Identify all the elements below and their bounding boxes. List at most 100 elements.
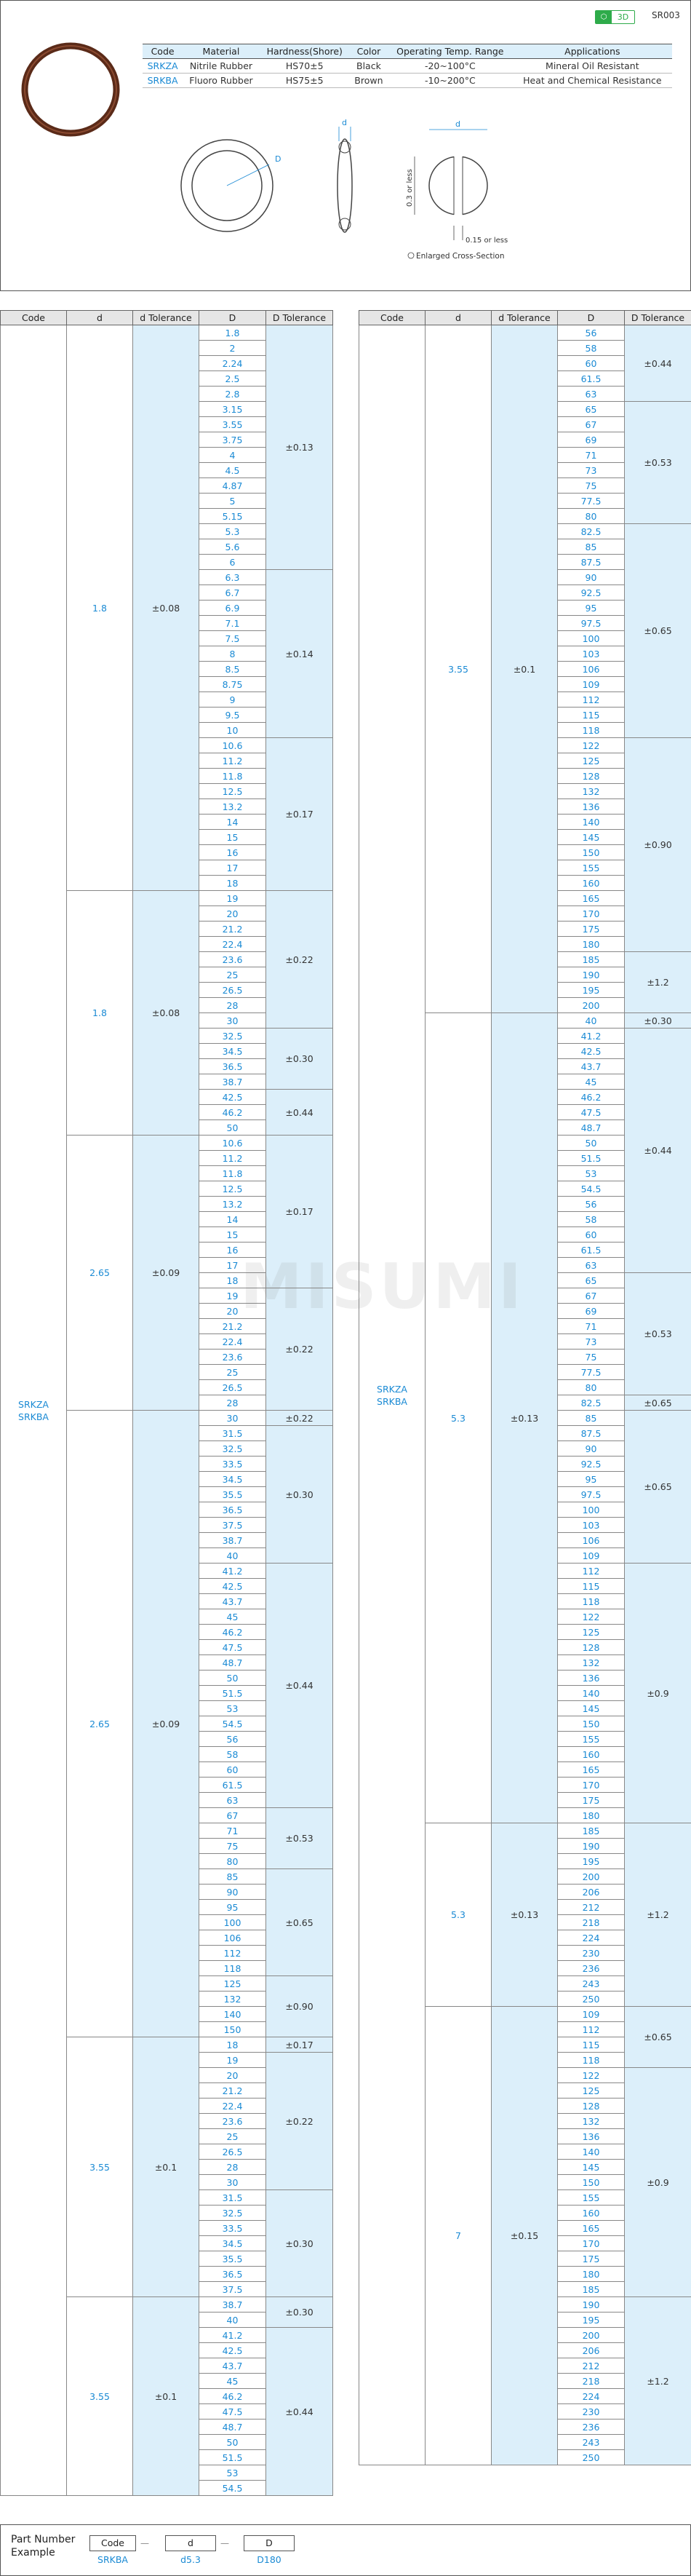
table-row: 136: [359, 2128, 691, 2144]
D-cell: 85: [557, 1410, 625, 1426]
table-row: 33.5: [1, 2220, 333, 2236]
D-cell: 46.2: [557, 1089, 625, 1105]
table-row: 26.5: [1, 2144, 333, 2160]
table-row: 132: [359, 1654, 691, 1671]
d-cell: 3.55: [66, 2296, 133, 2496]
table-row: 109: [359, 676, 691, 692]
spec-cell: Nitrile Rubber: [183, 58, 260, 74]
D-cell: 170: [557, 1777, 625, 1793]
D-cell: 47.5: [199, 2403, 266, 2420]
table-row: 54.5: [359, 1181, 691, 1197]
D-cell: 48.7: [199, 2419, 266, 2435]
D-cell: 71: [557, 447, 625, 463]
D-cell: 13.2: [199, 798, 266, 815]
D-tolerance-cell: ±0.22: [265, 2052, 333, 2190]
D-cell: 87.5: [557, 1425, 625, 1441]
table-row: 30: [1, 2174, 333, 2190]
D-cell: 11.2: [199, 1150, 266, 1166]
D-cell: 46.2: [199, 1104, 266, 1120]
D-cell: 61.5: [557, 370, 625, 387]
D-cell: 31.5: [199, 1425, 266, 1441]
table-row: 53: [1, 1700, 333, 1716]
table-row: 53: [359, 1165, 691, 1181]
D-cell: 61.5: [199, 1777, 266, 1793]
table-row: 41.2±0.44: [359, 1028, 691, 1273]
D-cell: 16: [199, 844, 266, 860]
D-tolerance-cell: ±0.44: [265, 1563, 333, 1808]
table-row: 60: [359, 355, 691, 371]
d-tolerance-cell: ±0.1: [132, 2037, 199, 2297]
D-cell: 160: [557, 875, 625, 891]
D-cell: 6.7: [199, 584, 266, 601]
D-cell: 90: [199, 1884, 266, 1900]
D-cell: 21.2: [199, 1318, 266, 1334]
D-cell: 128: [557, 768, 625, 784]
D-cell: 125: [557, 1624, 625, 1640]
D-tolerance-cell: ±0.65: [624, 1395, 691, 1411]
D-cell: 206: [557, 1884, 625, 1900]
d-cell: 3.55: [66, 2037, 133, 2297]
spec-cell: -20~100°C: [388, 58, 513, 74]
o-ring-photo: [21, 42, 120, 137]
D-cell: 37.5: [199, 2281, 266, 2297]
column-header: D Tolerance: [265, 310, 333, 325]
table-row: 155: [359, 860, 691, 876]
table-row: 26.5: [1, 982, 333, 998]
watermark: MISUMI: [240, 1251, 524, 1323]
D-cell: 65: [557, 1272, 625, 1288]
table-row: 11.2: [1, 1150, 333, 1166]
D-cell: 136: [557, 2128, 625, 2144]
D-tolerance-cell: ±0.44: [624, 325, 691, 402]
table-row: 5: [1, 493, 333, 509]
D-cell: 9: [199, 691, 266, 708]
pn-box-code: Code: [89, 2535, 136, 2551]
D-cell: 175: [557, 1792, 625, 1808]
D-cell: 190: [557, 967, 625, 983]
D-cell: 128: [557, 2098, 625, 2114]
table-row: 9: [1, 691, 333, 708]
table-row: 43.7: [1, 2358, 333, 2374]
D-cell: 48.7: [557, 1119, 625, 1136]
D-cell: 185: [557, 1823, 625, 1839]
table-row: 170: [359, 905, 691, 922]
D-cell: 34.5: [199, 1471, 266, 1487]
D-cell: 20: [199, 1303, 266, 1319]
table-row: 50: [359, 1135, 691, 1151]
table-row: 47.5: [1, 1639, 333, 1655]
table-row: 46.2: [1, 1624, 333, 1640]
D-cell: 224: [557, 1930, 625, 1946]
D-cell: 5.15: [199, 508, 266, 524]
table-row: 48.7: [359, 1119, 691, 1136]
dimension-drawing: D d d 0.3 or less 0.15 or less Enlarged …: [180, 118, 508, 261]
D-cell: 26.5: [199, 982, 266, 998]
D-cell: 32.5: [199, 1440, 266, 1457]
D-cell: 14: [199, 814, 266, 830]
D-tolerance-cell: ±0.30: [624, 1012, 691, 1029]
table-row: 3.75: [1, 432, 333, 448]
D-cell: 122: [557, 737, 625, 753]
D-cell: 31.5: [199, 2189, 266, 2206]
d-tolerance-cell: ±0.13: [491, 1012, 558, 1823]
D-cell: 46.2: [199, 1624, 266, 1640]
D-cell: 42.5: [199, 2342, 266, 2358]
D-cell: 58: [557, 1211, 625, 1227]
product-code: SR003: [652, 10, 680, 20]
D-cell: 19: [199, 1288, 266, 1304]
D-cell: 63: [199, 1792, 266, 1808]
table-row: 2.8: [1, 386, 333, 402]
D-cell: 3.55: [199, 416, 266, 432]
table-row: 43.7: [1, 1593, 333, 1609]
table-row: 45: [1, 2373, 333, 2389]
table-row: 61.5: [359, 370, 691, 387]
pn-value-code: SRKBA: [97, 2554, 128, 2565]
table-row: 128: [359, 1639, 691, 1655]
D-cell: 3.15: [199, 401, 266, 417]
table-row: 5.15: [1, 508, 333, 524]
D-cell: 20: [199, 905, 266, 922]
D-cell: 4: [199, 447, 266, 463]
table-row: 175: [359, 921, 691, 937]
3d-badge[interactable]: ⬡ 3D: [595, 10, 635, 24]
table-row: 8.75: [1, 676, 333, 692]
